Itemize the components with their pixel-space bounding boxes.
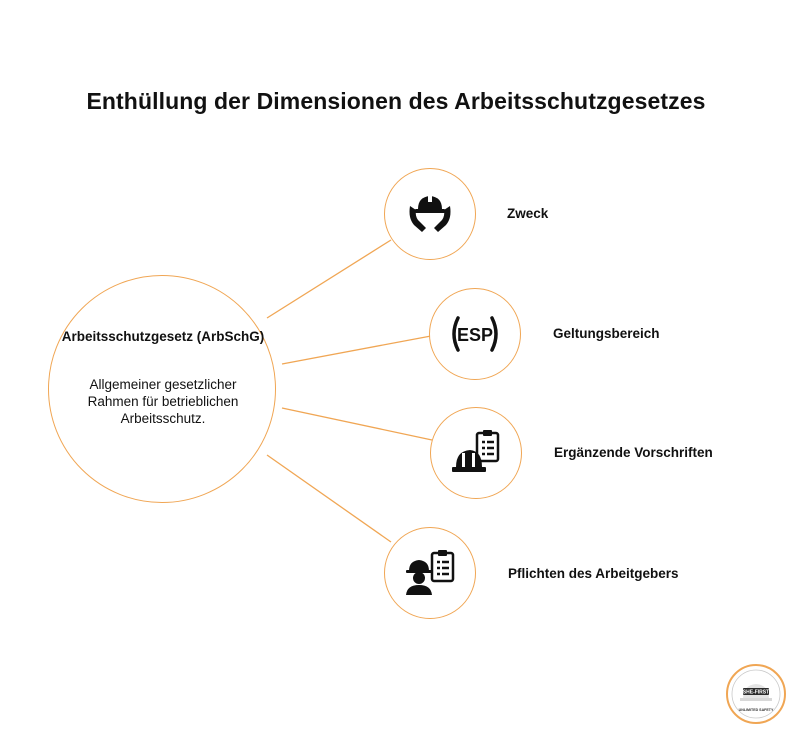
worker-clipboard-icon [406,550,455,595]
she-first-logo: SHE-FIRST UNLIMITED SAFETY [726,664,786,724]
svg-text:SHE-FIRST: SHE-FIRST [743,690,769,696]
helmet-clipboard-icon [452,430,500,472]
svg-text:UNLIMITED SAFETY: UNLIMITED SAFETY [739,708,774,712]
svg-text:ESP: ESP [457,325,493,345]
central-node-title: Arbeitsschutzgesetz (ArbSchG) [61,329,265,344]
node-ergaenzende-vorschriften [430,407,522,499]
connector-line-geltungsbereich [281,335,432,365]
connector-line-pflichten [266,454,392,543]
connector-line-zweck [266,239,392,319]
node-zweck [384,168,476,260]
node-pflichten [384,527,476,619]
esp-icon: ESP [452,316,498,352]
node-label-geltungsbereich: Geltungsbereich [553,326,660,341]
helmet-hands-icon [409,194,451,232]
node-label-pflichten: Pflichten des Arbeitgebers [508,566,679,581]
connector-line-ergaenzende [281,407,433,441]
diagram-title: Enthüllung der Dimensionen des Arbeitssc… [86,88,706,114]
central-node: Arbeitsschutzgesetz (ArbSchG) Allgemeine… [48,275,276,503]
central-node-description: Allgemeiner gesetzlicher Rahmen für betr… [87,377,239,426]
node-geltungsbereich: ESP [429,288,521,380]
node-label-zweck: Zweck [507,206,549,221]
node-label-ergaenzende-vorschriften: Ergänzende Vorschriften [554,445,713,460]
she-first-logo-icon: SHE-FIRST UNLIMITED SAFETY [731,669,781,719]
